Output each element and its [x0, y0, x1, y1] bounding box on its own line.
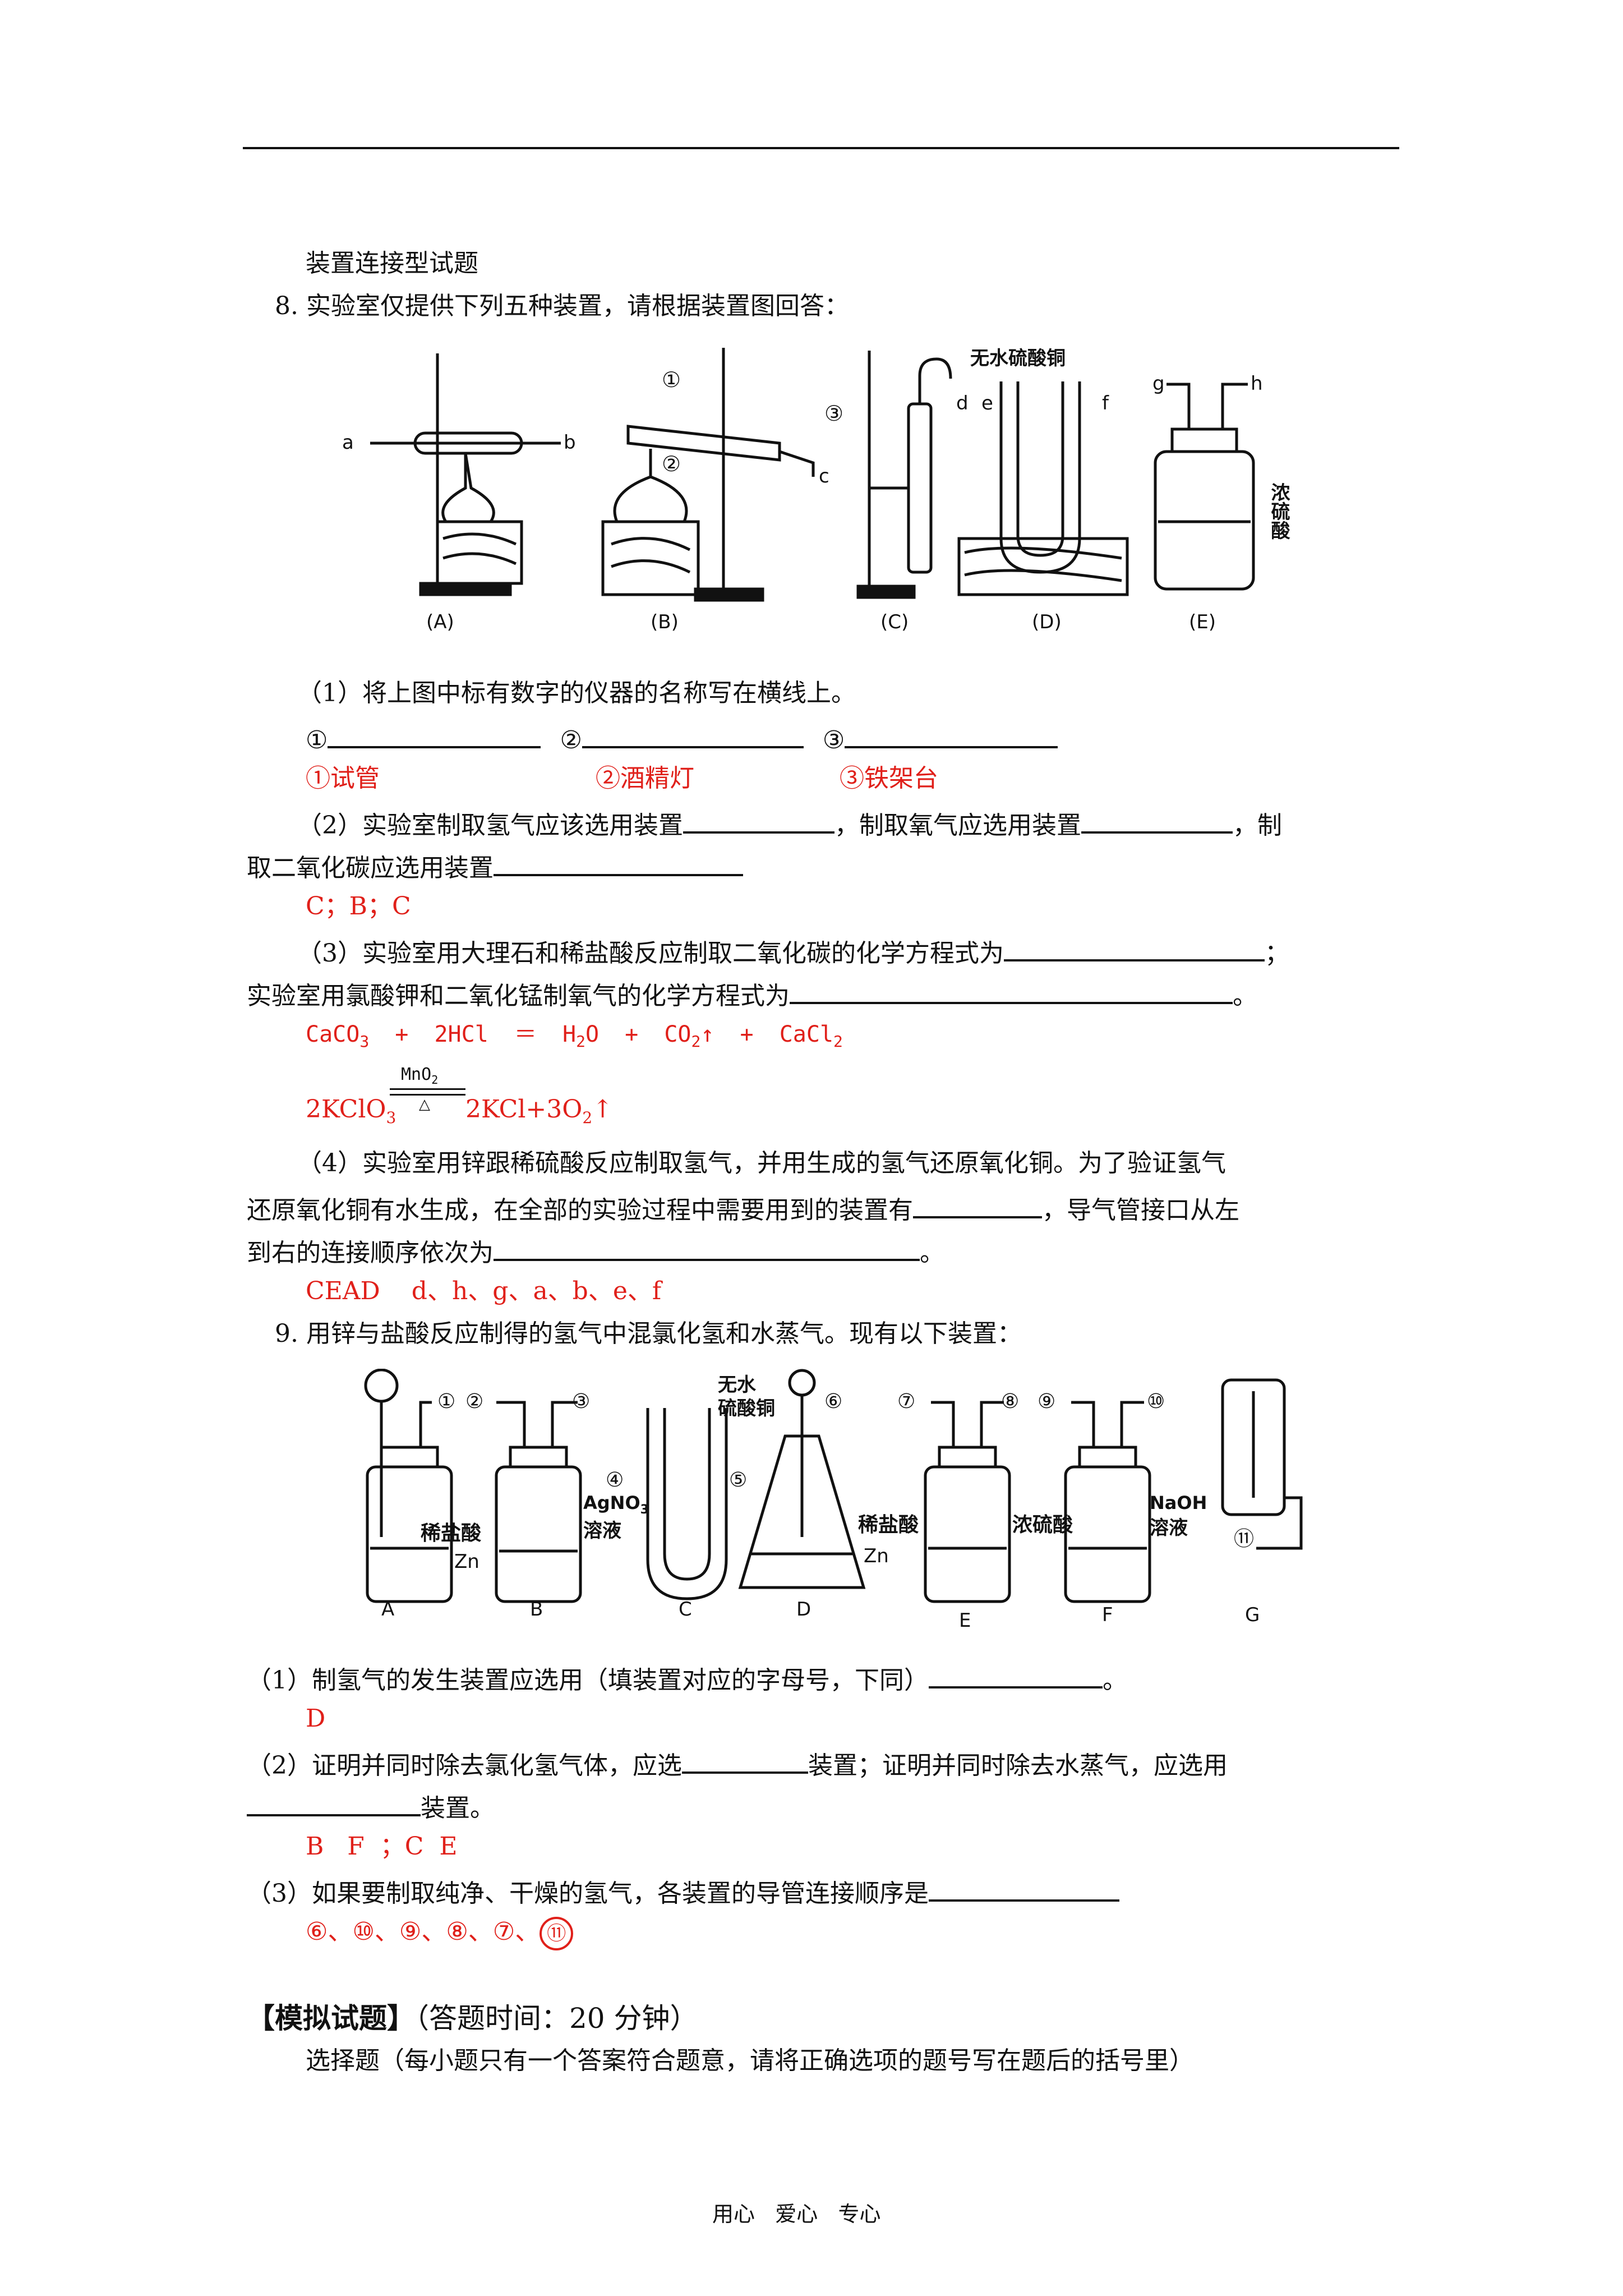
svg-text:d: d: [956, 392, 969, 415]
svg-text:D: D: [796, 1598, 811, 1621]
q8-p1-answer-2: ②酒精灯: [596, 764, 694, 793]
svg-text:AgNO3: AgNO3: [583, 1492, 649, 1517]
svg-text:c: c: [819, 465, 829, 487]
svg-text:e: e: [981, 392, 993, 415]
svg-text:无水: 无水: [718, 1374, 757, 1396]
q8-p1: （1）将上图中标有数字的仪器的名称写在横线上。: [297, 679, 856, 707]
q8-p4-line1: （4）实验室用锌跟稀硫酸反应制取氢气，并用生成的氢气还原氧化铜。为了验证氢气: [297, 1149, 1226, 1177]
svg-text:⑧: ⑧: [1001, 1390, 1019, 1413]
svg-text:Zn: Zn: [864, 1545, 889, 1567]
q8-p1-answer-3: ③铁架台: [840, 764, 938, 793]
svg-text:浓硫酸: 浓硫酸: [1012, 1513, 1073, 1536]
svg-text:⑥: ⑥: [824, 1390, 842, 1413]
svg-text:④: ④: [606, 1469, 624, 1492]
q8-p3-line1: （3）实验室用大理石和稀盐酸反应制取二氧化碳的化学方程式为；: [297, 933, 1289, 969]
svg-text:硫酸铜: 硫酸铜: [718, 1397, 775, 1420]
svg-text:(E): (E): [1189, 611, 1216, 633]
svg-text:⑦: ⑦: [897, 1390, 915, 1413]
svg-text:②: ②: [465, 1390, 483, 1413]
q8-p4-line3: 到右的连接顺序依次为。: [247, 1233, 944, 1269]
q8-stem: 8. 实验室仅提供下列五种装置，请根据装置图回答：: [275, 292, 849, 320]
catalyst-label: MnO2: [401, 1065, 439, 1087]
svg-text:F: F: [1102, 1604, 1113, 1626]
header-rule: [243, 147, 1399, 149]
q9-p1: （1）制氢气的发生装置应选用（填装置对应的字母号，下同）。: [247, 1660, 1127, 1696]
svg-text:⑤: ⑤: [729, 1469, 747, 1492]
q8-p2-answer: C；B；C: [306, 892, 411, 921]
svg-text:②: ②: [662, 452, 681, 476]
q9-p3-answer: ⑥、⑩、⑨、⑧、⑦、⑪: [306, 1916, 574, 1950]
svg-text:NaOH: NaOH: [1150, 1492, 1207, 1513]
svg-text:g: g: [1152, 372, 1165, 395]
svg-text:无水硫酸铜: 无水硫酸铜: [970, 347, 1066, 370]
q8-p2-line2: 取二氧化碳应选用装置: [247, 848, 743, 884]
svg-text:G: G: [1245, 1604, 1260, 1626]
svg-text:E: E: [959, 1609, 971, 1632]
q8-p2-line1: （2）实验室制取氢气应该选用装置，制取氧气应选用装置，制: [297, 806, 1282, 841]
q9-p1-answer: D: [306, 1704, 326, 1733]
circled-11: ⑪: [540, 1917, 574, 1950]
q9-p2-line1: （2）证明并同时除去氯化氢气体，应选装置；证明并同时除去水蒸气，应选用: [247, 1746, 1228, 1782]
q9-p2-answer: B F ；C E: [306, 1832, 458, 1861]
svg-text:(D): (D): [1032, 611, 1062, 633]
svg-text:(C): (C): [880, 611, 909, 633]
svg-text:a: a: [342, 431, 354, 454]
q8-p4-line2: 还原氧化铜有水生成，在全部的实验过程中需要用到的装置有，导气管接口从左: [247, 1190, 1239, 1226]
q8-p3-line2: 实验室用氯酸钾和二氧化锰制氧气的化学方程式为。: [247, 976, 1257, 1012]
svg-text:Zn: Zn: [454, 1550, 479, 1573]
svg-text:浓硫酸: 浓硫酸: [1267, 482, 1290, 540]
page-footer: 用心 爱心 专心: [712, 2202, 881, 2226]
q9-p3: （3）如果要制取纯净、干燥的氢气，各装置的导管连接顺序是: [247, 1874, 1119, 1910]
q8-apparatus-figure: a b c d e f g h ① ② ③ 无水硫酸铜 浓硫酸 (A) (B) …: [342, 347, 1290, 633]
svg-text:溶液: 溶液: [583, 1520, 621, 1542]
svg-text:C: C: [679, 1598, 692, 1621]
svg-text:(A): (A): [426, 611, 454, 633]
svg-text:稀盐酸: 稀盐酸: [858, 1513, 919, 1536]
q8-p1-blanks: ① ② ③: [306, 720, 1058, 756]
svg-text:⑨: ⑨: [1038, 1390, 1055, 1413]
heat-symbol: △: [419, 1096, 430, 1113]
svg-text:③: ③: [572, 1390, 590, 1413]
svg-text:①: ①: [437, 1390, 455, 1413]
svg-text:(B): (B): [651, 611, 679, 633]
q9-apparatus-figure: ① ② ③ ④ ⑤ ⑥ ⑦ ⑧ ⑨ ⑩ ⑪ 稀盐酸 Zn AgNO3 溶液 无水…: [364, 1369, 1303, 1632]
mock-choice-instructions: 选择题（每小题只有一个答案符合题意，请将正确选项的题号写在题后的括号里）: [306, 2046, 1194, 2075]
svg-text:b: b: [564, 431, 576, 454]
svg-text:A: A: [381, 1598, 394, 1621]
svg-text:稀盐酸: 稀盐酸: [421, 1522, 481, 1545]
q9-p2-line2: 装置。: [247, 1788, 495, 1824]
q8-p4-answer: CEAD d、h、g、a、b、e、f: [306, 1277, 662, 1305]
svg-text:③: ③: [824, 401, 843, 426]
svg-text:⑪: ⑪: [1234, 1527, 1254, 1550]
svg-text:⑩: ⑩: [1147, 1390, 1165, 1413]
svg-text:B: B: [530, 1598, 543, 1621]
q8-equation-1: CaCO3 + 2HCl ＝ H2O + CO2↑ + CaCl2: [306, 1022, 843, 1051]
q8-p1-answer-1: ①试管: [306, 764, 380, 793]
svg-text:h: h: [1251, 372, 1263, 395]
svg-text:f: f: [1102, 392, 1109, 415]
section-title: 装置连接型试题: [306, 249, 478, 278]
mock-title: 【模拟试题】（答题时间：20 分钟）: [247, 2001, 698, 2035]
q9-stem: 9. 用锌与盐酸反应制得的氢气中混氯化氢和水蒸气。现有以下装置：: [275, 1319, 1022, 1348]
svg-text:①: ①: [662, 367, 681, 392]
svg-text:溶液: 溶液: [1150, 1517, 1188, 1539]
